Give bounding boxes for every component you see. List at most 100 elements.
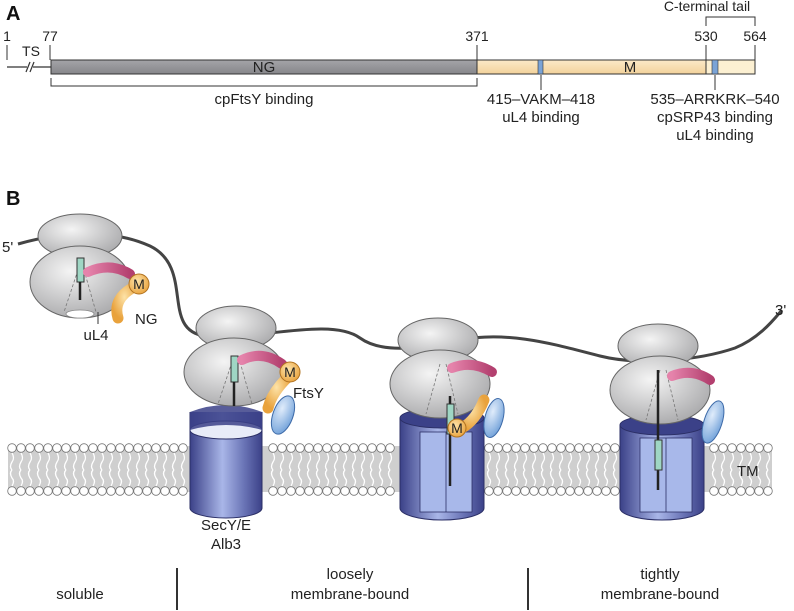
lipid-head: [385, 486, 395, 496]
stage-loosely-line1: loosely: [326, 566, 374, 583]
lipid-tail: [360, 452, 366, 487]
lipid-tail: [18, 452, 24, 487]
lipid-head: [763, 443, 773, 453]
lipid-tail: [756, 452, 762, 487]
lipid-tail: [333, 452, 339, 487]
lipid-head: [295, 486, 305, 496]
m-label: M: [624, 59, 637, 76]
ts-label: TS: [22, 43, 40, 59]
lipid-tail: [126, 452, 132, 487]
cpftsy-bracket: [50, 78, 478, 87]
lipid-head: [538, 486, 548, 496]
lipid-head: [493, 486, 503, 496]
lipid-head: [709, 443, 719, 453]
lipid-head: [277, 443, 287, 453]
lipid-head: [16, 443, 26, 453]
lipid-head: [43, 486, 53, 496]
motif-arrkrk: [711, 59, 719, 75]
lipid-tail: [342, 452, 348, 487]
stage-tightly-line1: tightly: [640, 566, 680, 583]
lipid-tail: [747, 452, 753, 487]
lipid-head: [556, 443, 566, 453]
lipid-head: [79, 486, 89, 496]
lipid-head: [727, 443, 737, 453]
lipid-head: [7, 486, 17, 496]
lipid-tail: [351, 452, 357, 487]
alb3-label: Alb3: [211, 536, 241, 553]
ribosome-soluble: [29, 213, 150, 324]
lipid-head: [268, 443, 278, 453]
lipid-head: [25, 443, 35, 453]
m-domain-label-1: M: [133, 276, 145, 292]
lipid-head: [151, 486, 161, 496]
ftsy-receptor-2: [483, 398, 505, 438]
lipid-tail: [549, 452, 555, 487]
lipid-tail: [315, 452, 321, 487]
lipid-tail: [36, 452, 42, 487]
lipid-tail: [297, 452, 303, 487]
lipid-tail: [279, 452, 285, 487]
c-tail-bracket: [705, 16, 756, 26]
lipid-head: [178, 443, 188, 453]
lipid-tail: [765, 452, 771, 487]
lipid-head: [115, 486, 125, 496]
ribosome-loose-2: [389, 317, 497, 486]
lipid-head: [610, 486, 620, 496]
lipid-tail: [738, 452, 744, 487]
stage-divider-1: [176, 568, 178, 610]
lipid-head: [520, 443, 530, 453]
lipid-tail: [90, 452, 96, 487]
m-domain-bar: [476, 59, 707, 75]
lipid-tail: [522, 452, 528, 487]
ribosome-tight: [609, 323, 715, 490]
c-tail-label: C-terminal tail: [664, 0, 750, 14]
lipid-head: [7, 443, 17, 453]
lipid-tail: [540, 452, 546, 487]
lipid-head: [286, 486, 296, 496]
ng-domain-label: NG: [135, 311, 158, 328]
lipid-head: [709, 486, 719, 496]
lipid-tail: [387, 452, 393, 487]
ftsy-label: FtsY: [293, 385, 324, 402]
lipid-tail: [603, 452, 609, 487]
lipid-head: [169, 486, 179, 496]
motif2-func1: cpSRP43 binding: [657, 109, 773, 126]
lipid-head: [502, 443, 512, 453]
lipid-head: [322, 443, 332, 453]
lipid-head: [349, 443, 359, 453]
lipid-head: [601, 443, 611, 453]
lipid-tail: [162, 452, 168, 487]
cpftsy-label: cpFtsY binding: [215, 91, 314, 108]
motif2-seq: 535–ARRKRK–540: [650, 91, 779, 108]
lipid-tail: [99, 452, 105, 487]
lipid-tail: [144, 452, 150, 487]
lipid-head: [484, 486, 494, 496]
lipid-head: [565, 486, 575, 496]
lipid-tail: [9, 452, 15, 487]
lipid-head: [745, 486, 755, 496]
lipid-head: [115, 443, 125, 453]
lipid-tail: [72, 452, 78, 487]
lipid-tail: [612, 452, 618, 487]
stage-tightly: tightly membrane-bound: [560, 565, 760, 605]
lipid-head: [349, 486, 359, 496]
tm-label: TM: [737, 463, 759, 480]
lipid-head: [358, 443, 368, 453]
lipid-head: [376, 486, 386, 496]
lipid-head: [736, 443, 746, 453]
lipid-head: [358, 486, 368, 496]
lipid-tail: [108, 452, 114, 487]
lipid-tail: [171, 452, 177, 487]
lipid-head: [511, 486, 521, 496]
lipid-head: [97, 486, 107, 496]
lipid-head: [70, 486, 80, 496]
lipid-head: [538, 443, 548, 453]
lipid-head: [493, 443, 503, 453]
panel-b-label: B: [6, 188, 20, 210]
lipid-head: [484, 443, 494, 453]
lipid-head: [178, 486, 188, 496]
lipid-tail: [369, 452, 375, 487]
lipid-tail: [576, 452, 582, 487]
lipid-head: [502, 486, 512, 496]
stage-soluble-text: soluble: [56, 586, 104, 603]
